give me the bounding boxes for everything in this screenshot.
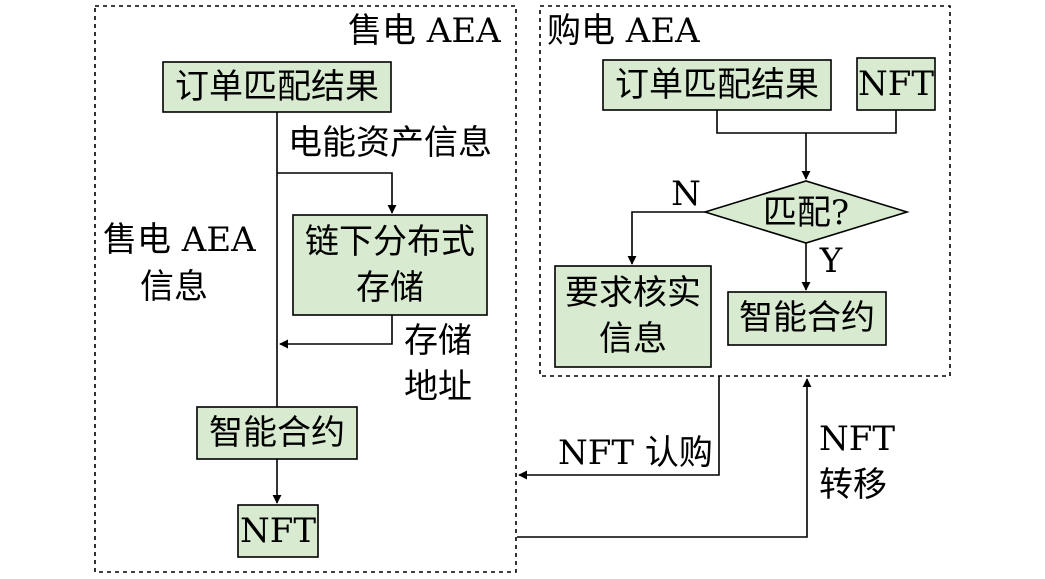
verify-info-label-line1: 要求核实 bbox=[565, 273, 701, 313]
match-decision-diamond bbox=[702, 180, 910, 244]
buyer-merge-line bbox=[716, 110, 897, 134]
seller-nft-label: NFT bbox=[240, 511, 316, 551]
seller-aea-panel bbox=[94, 5, 517, 573]
seller-order-result-label: 订单匹配结果 bbox=[175, 67, 379, 107]
offchain-storage-label-line1: 链下分布式 bbox=[305, 222, 475, 262]
buyer-smart-contract-box bbox=[727, 291, 887, 346]
seller-info-label-line2: 信息 bbox=[140, 267, 208, 307]
verify-info-box bbox=[554, 265, 712, 368]
nft-transfer-label-line2: 转移 bbox=[819, 465, 887, 505]
storage-address-label-line1: 存储 bbox=[404, 321, 472, 361]
buyer-nft-label: NFT bbox=[858, 64, 934, 104]
seller-smart-contract-label: 智能合约 bbox=[209, 413, 345, 453]
seller-panel-title: 售电 AEA bbox=[348, 11, 501, 51]
seller-nft-box bbox=[237, 504, 319, 558]
verify-info-label-line2: 信息 bbox=[599, 319, 667, 359]
offchain-storage-label-line2: 存储 bbox=[356, 268, 424, 308]
nft-transfer-arrow bbox=[517, 378, 812, 538]
offchain-storage-box bbox=[292, 214, 488, 316]
buyer-smart-contract-label: 智能合约 bbox=[739, 298, 875, 338]
storage-address-label-line2: 地址 bbox=[404, 367, 472, 407]
nft-subscribe-label: NFT 认购 bbox=[558, 433, 713, 473]
storage-address-arrow bbox=[279, 315, 393, 349]
no-branch-arrow bbox=[627, 211, 705, 265]
buyer-aea-panel bbox=[539, 5, 951, 377]
nft-subscribe-arrow bbox=[518, 376, 720, 480]
asset-info-arrow bbox=[277, 172, 397, 214]
buyer-panel-title: 购电 AEA bbox=[547, 11, 700, 51]
no-branch-label: N bbox=[671, 174, 701, 214]
seller-info-label-line1: 售电 AEA bbox=[103, 220, 256, 260]
energy-asset-info-label: 电能资产信息 bbox=[288, 123, 492, 163]
buyer-order-result-label: 订单匹配结果 bbox=[615, 65, 819, 105]
yes-branch-label: Y bbox=[819, 241, 843, 281]
buyer-order-result-box bbox=[602, 59, 832, 111]
match-decision-label: 匹配? bbox=[763, 193, 849, 233]
buyer-nft-box bbox=[856, 57, 936, 111]
nft-transfer-label-line1: NFT bbox=[819, 419, 895, 459]
